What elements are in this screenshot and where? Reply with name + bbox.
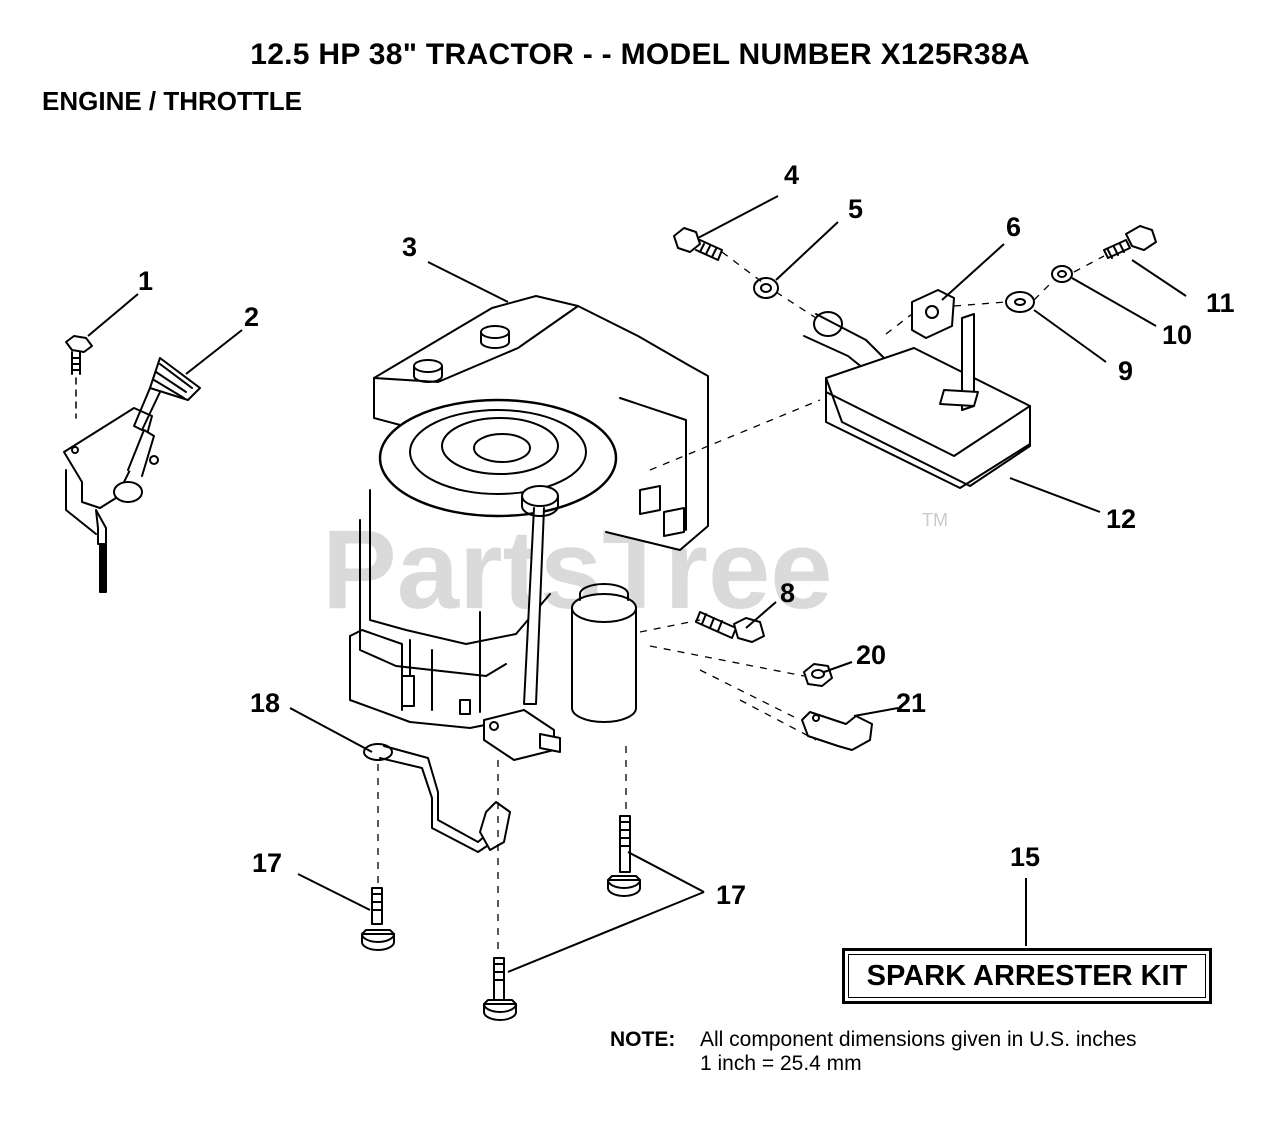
callout-17-left: 17 xyxy=(252,848,282,878)
fuel-line-part xyxy=(363,743,511,853)
callout-18: 18 xyxy=(250,688,280,718)
clip-21-part xyxy=(801,711,873,751)
callout-11: 11 xyxy=(1206,288,1235,318)
callout-10: 10 xyxy=(1162,320,1192,350)
page-title: 12.5 HP 38" TRACTOR - - MODEL NUMBER X12… xyxy=(250,38,1030,71)
callout-21: 21 xyxy=(896,688,926,718)
callout-8: 8 xyxy=(780,578,795,608)
mounting-bolt-part xyxy=(483,957,517,1021)
callout-1: 1 xyxy=(138,266,153,296)
callout-4: 4 xyxy=(784,160,799,190)
section-title: ENGINE / THROTTLE xyxy=(42,86,302,116)
callout-3: 3 xyxy=(402,232,417,262)
bolt-8-part xyxy=(695,611,765,643)
callout-20: 20 xyxy=(856,640,886,670)
callout-15: 15 xyxy=(1010,842,1040,872)
note-line-2: 1 inch = 25.4 mm xyxy=(700,1052,862,1075)
callout-5: 5 xyxy=(848,194,863,224)
spark-arrester-kit-box: SPARK ARRESTER KIT xyxy=(842,948,1212,1004)
callout-6: 6 xyxy=(1006,212,1021,242)
mounting-bolt-part xyxy=(361,887,395,951)
watermark-tm: TM xyxy=(922,510,948,530)
callout-2: 2 xyxy=(244,302,259,332)
callout-17-right: 17 xyxy=(716,880,746,910)
note-label: NOTE: xyxy=(610,1028,676,1051)
nut-20-part xyxy=(803,663,833,687)
muffler-assembly-part xyxy=(673,225,1157,489)
throttle-control-part xyxy=(63,335,201,593)
callout-9: 9 xyxy=(1118,356,1133,386)
engine-part xyxy=(349,295,709,761)
note-line-1: All component dimensions given in U.S. i… xyxy=(700,1028,1137,1051)
mounting-bolt-part xyxy=(607,815,641,897)
callout-12: 12 xyxy=(1106,504,1136,534)
spark-arrester-kit-label: SPARK ARRESTER KIT xyxy=(848,954,1206,998)
